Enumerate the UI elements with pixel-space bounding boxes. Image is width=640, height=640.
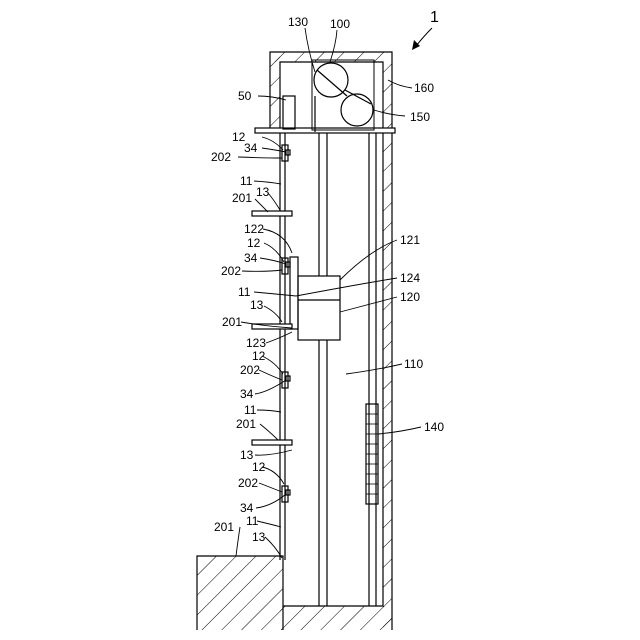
label-124: 124 [400, 271, 420, 285]
shaft-wall-hatch-left-top [270, 52, 280, 132]
label-201: 201 [222, 315, 242, 329]
label-34: 34 [244, 251, 258, 265]
label-13: 13 [256, 185, 270, 199]
label-140: 140 [424, 420, 444, 434]
figure-number: 1 [430, 9, 439, 26]
car-120 [298, 276, 340, 340]
label-202: 202 [221, 264, 241, 278]
label-50: 50 [238, 89, 252, 103]
label-11: 11 [244, 403, 257, 417]
ground-hatch [197, 556, 283, 630]
label-201: 201 [232, 191, 252, 205]
pit-hatch-bottom [280, 606, 392, 630]
label-160: 160 [414, 81, 434, 95]
label-12: 12 [247, 236, 261, 250]
floor-slab-201-1 [252, 211, 292, 216]
label-13: 13 [250, 298, 264, 312]
label-123: 123 [246, 336, 266, 350]
label-34: 34 [244, 141, 258, 155]
floor-slab-201-3 [252, 440, 292, 445]
label-121: 121 [400, 233, 420, 247]
shaft-wall-hatch-right [383, 52, 392, 630]
hoistway-outline [270, 52, 392, 630]
figure-arrow [416, 28, 432, 46]
label-202: 202 [238, 476, 258, 490]
label-34: 34 [240, 387, 254, 401]
figure-arrowhead [412, 40, 420, 50]
label-201: 201 [236, 417, 256, 431]
label-150: 150 [410, 110, 430, 124]
label-122: 122 [244, 222, 264, 236]
label-130: 130 [288, 15, 308, 29]
label-201: 201 [214, 520, 234, 534]
label-202: 202 [211, 150, 231, 164]
label-11: 11 [246, 514, 259, 528]
label-12: 12 [252, 460, 266, 474]
machine-box-160 [312, 60, 374, 130]
label-11: 11 [240, 174, 253, 188]
label-202: 202 [240, 363, 260, 377]
control-panel-50 [283, 96, 295, 129]
rope-belt-upper [317, 70, 347, 96]
label-11: 11 [238, 285, 251, 299]
label-13: 13 [252, 530, 266, 544]
label-100: 100 [330, 17, 350, 31]
label-110: 110 [404, 357, 423, 371]
label-120: 120 [400, 290, 420, 304]
label-34: 34 [240, 501, 254, 515]
car-door-121 [290, 257, 298, 329]
label-12: 12 [252, 349, 266, 363]
deflector-sheave-icon [341, 94, 373, 126]
